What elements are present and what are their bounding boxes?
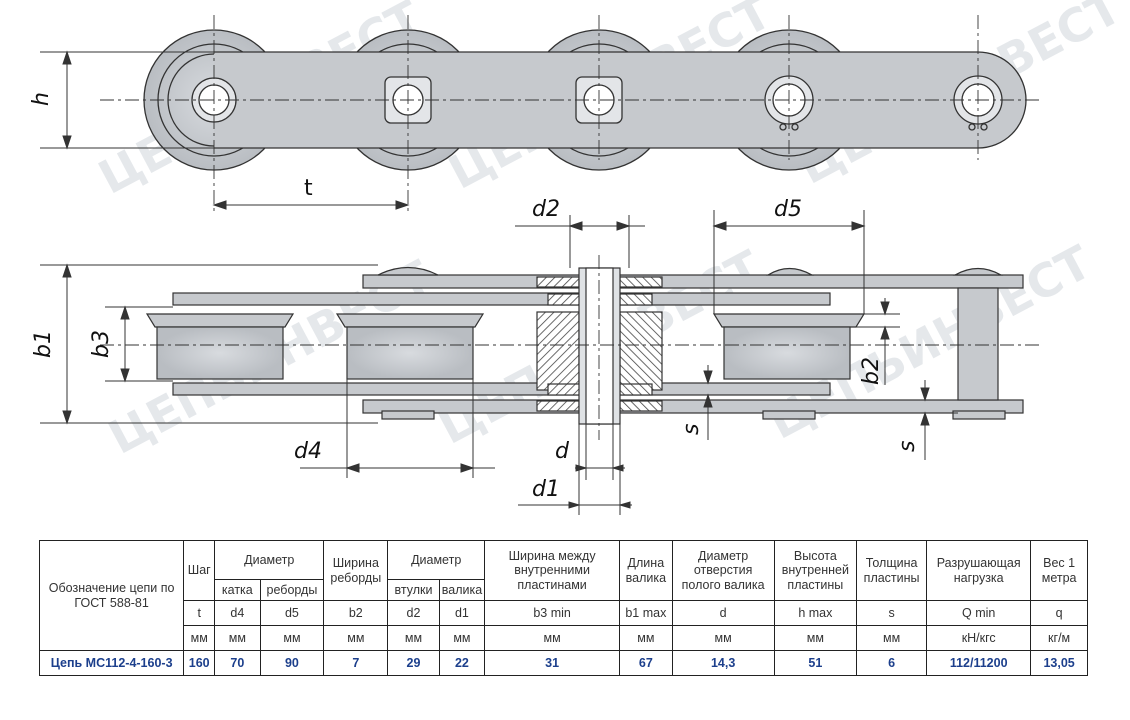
unit-cell: мм	[856, 625, 928, 651]
dimension-h	[40, 50, 214, 150]
value-cell: 22	[438, 650, 486, 676]
unit-cell: мм	[323, 625, 389, 651]
label-b3: b3	[89, 330, 114, 358]
value-cell: 7	[323, 650, 389, 676]
unit-cell: кН/кгс	[926, 625, 1032, 651]
value-cell: 70	[214, 650, 261, 676]
value-cell: 90	[259, 650, 325, 676]
dimension-t	[212, 200, 410, 210]
unit-cell: мм	[183, 625, 216, 651]
value-cell: 29	[387, 650, 440, 676]
dimension-lines-side	[40, 210, 958, 515]
value-cell: 31	[484, 650, 621, 676]
unit-cell: мм	[259, 625, 325, 651]
symbol-cell: d4	[214, 600, 261, 626]
value-cell: 112/11200	[926, 650, 1032, 676]
label-d4: d4	[294, 439, 322, 464]
symbol-cell: d5	[259, 600, 325, 626]
symbol-cell: b2	[323, 600, 389, 626]
value-cell: 13,05	[1030, 650, 1088, 676]
header-pin: валика	[438, 579, 486, 601]
spec-table: Обозначение цепи по ГОСТ 588-81 Шаг Диам…	[38, 540, 1088, 676]
symbol-cell: t	[183, 600, 216, 626]
chain-name-cell: Цепь МС112-4-160-3	[38, 650, 185, 676]
symbol-cell: b1 max	[619, 600, 673, 626]
label-b2: b2	[859, 357, 884, 385]
unit-cell: кг/м	[1030, 625, 1088, 651]
label-d: d	[555, 439, 570, 464]
header-bushing: втулки	[387, 579, 440, 601]
value-cell: 51	[773, 650, 858, 676]
label-d5: d5	[774, 197, 802, 222]
header-pin-length: Длина валика	[619, 540, 673, 601]
value-cell: 6	[856, 650, 928, 676]
header-weight: Вес 1 метра	[1030, 540, 1088, 601]
value-cell: 160	[183, 650, 216, 676]
unit-cell: мм	[773, 625, 858, 651]
unit-cell: мм	[671, 625, 775, 651]
header-roller: катка	[214, 579, 261, 601]
symbol-cell: Q min	[926, 600, 1032, 626]
symbol-cell: b3 min	[484, 600, 621, 626]
header-hollow-pin-bore: Диаметр отверстия полого валика	[671, 540, 775, 601]
centerlines-top	[100, 15, 1040, 215]
unit-cell: мм	[387, 625, 440, 651]
unit-cell: мм	[619, 625, 673, 651]
unit-cell: мм	[484, 625, 621, 651]
chain-drawing: ЦЕПЬИНВЕСТ ЦЕПЬИНВЕСТ ЦЕПЬИНВЕСТ ЦЕПЬИНВ…	[29, 0, 1130, 515]
header-inner-width: Ширина между внутренними пластинами	[484, 540, 621, 601]
header-designation: Обозначение цепи по ГОСТ 588-81	[38, 540, 185, 651]
table-row: Цепь МС112-4-160-3 160 70 90 7 29 22 31 …	[38, 650, 1088, 676]
label-b1: b1	[31, 330, 56, 358]
header-breaking-load: Разрушающая нагрузка	[926, 540, 1032, 601]
label-s-middle: s	[679, 424, 704, 435]
value-cell: 14,3	[671, 650, 775, 676]
symbol-cell: h max	[773, 600, 858, 626]
unit-cell: мм	[438, 625, 486, 651]
header-flange: реборды	[259, 579, 325, 601]
header-diameter: Диаметр	[214, 540, 325, 580]
symbol-cell: d1	[438, 600, 486, 626]
label-d1: d1	[532, 477, 560, 502]
label-t: t	[304, 176, 313, 201]
label-s-right: s	[895, 441, 920, 452]
symbol-cell: q	[1030, 600, 1088, 626]
header-plate-thickness: Толщина пластины	[856, 540, 928, 601]
symbol-cell: d2	[387, 600, 440, 626]
symbol-cell: d	[671, 600, 775, 626]
header-pitch: Шаг	[183, 540, 216, 601]
header-flange-width: Ширина реборды	[323, 540, 389, 601]
label-h: h	[29, 92, 54, 106]
label-d2: d2	[532, 197, 560, 222]
header-diameter-2: Диаметр	[387, 540, 486, 580]
centerlines-side	[100, 255, 1040, 440]
symbol-cell: s	[856, 600, 928, 626]
header-inner-plate-height: Высота внутренней пластины	[773, 540, 858, 601]
chain-side-view	[145, 266, 1024, 425]
unit-cell: мм	[214, 625, 261, 651]
value-cell: 67	[619, 650, 673, 676]
